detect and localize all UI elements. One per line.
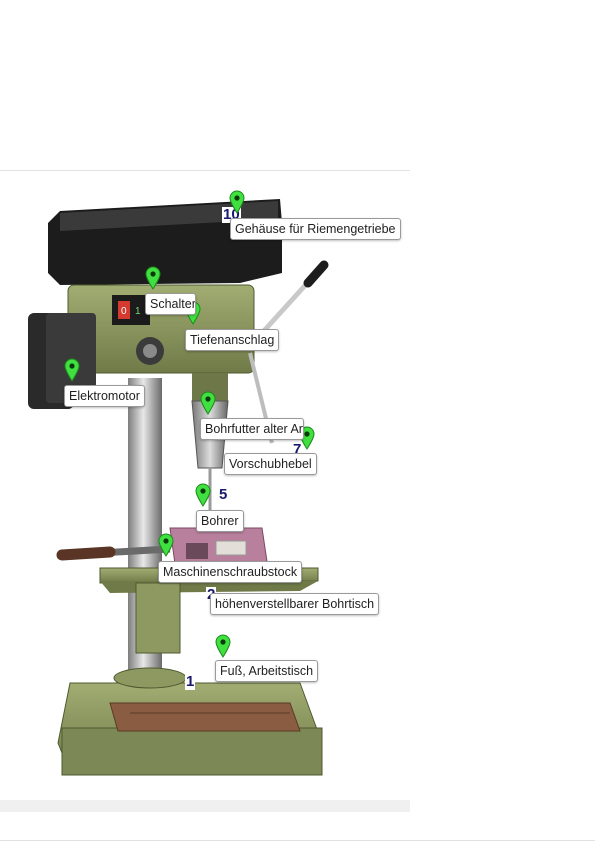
label-schraubstock[interactable]: Maschinenschraubstock xyxy=(158,561,303,583)
label-gehaeuse[interactable]: Gehäuse für Riemengetriebe xyxy=(230,218,401,240)
label-bohrtisch[interactable]: höhenverstellbarer Bohrtisch xyxy=(210,593,380,615)
label-vorschubhebel[interactable]: Vorschubhebel xyxy=(224,453,317,475)
map-pin-icon[interactable] xyxy=(145,266,161,290)
label-elektromotor[interactable]: Elektromotor xyxy=(64,385,145,407)
svg-text:0: 0 xyxy=(121,306,127,317)
map-pin-icon[interactable] xyxy=(215,634,231,658)
map-pin-icon[interactable] xyxy=(158,533,174,557)
label-bohrer[interactable]: Bohrer xyxy=(196,510,244,532)
part-number-1: 1 xyxy=(185,673,196,690)
label-fuss[interactable]: Fuß, Arbeitstisch xyxy=(215,660,319,682)
part-number-5: 5 xyxy=(218,486,229,503)
label-tiefenanschlag[interactable]: Tiefenanschlag xyxy=(185,329,280,351)
bottom-strip xyxy=(0,800,410,812)
map-pin-icon[interactable] xyxy=(229,190,245,214)
map-pin-icon[interactable] xyxy=(195,483,211,507)
drill-press-photo: 0 1 xyxy=(28,199,329,776)
map-pin-icon[interactable] xyxy=(200,391,216,415)
svg-text:1: 1 xyxy=(135,306,141,317)
bottom-divider xyxy=(0,840,595,841)
map-pin-icon[interactable] xyxy=(64,358,80,382)
part-number-7: 7 xyxy=(292,441,303,458)
label-schalter[interactable]: Schalter xyxy=(145,293,196,315)
top-divider xyxy=(0,170,410,171)
label-bohrfutter[interactable]: Bohrfutter alter Art xyxy=(200,418,304,440)
